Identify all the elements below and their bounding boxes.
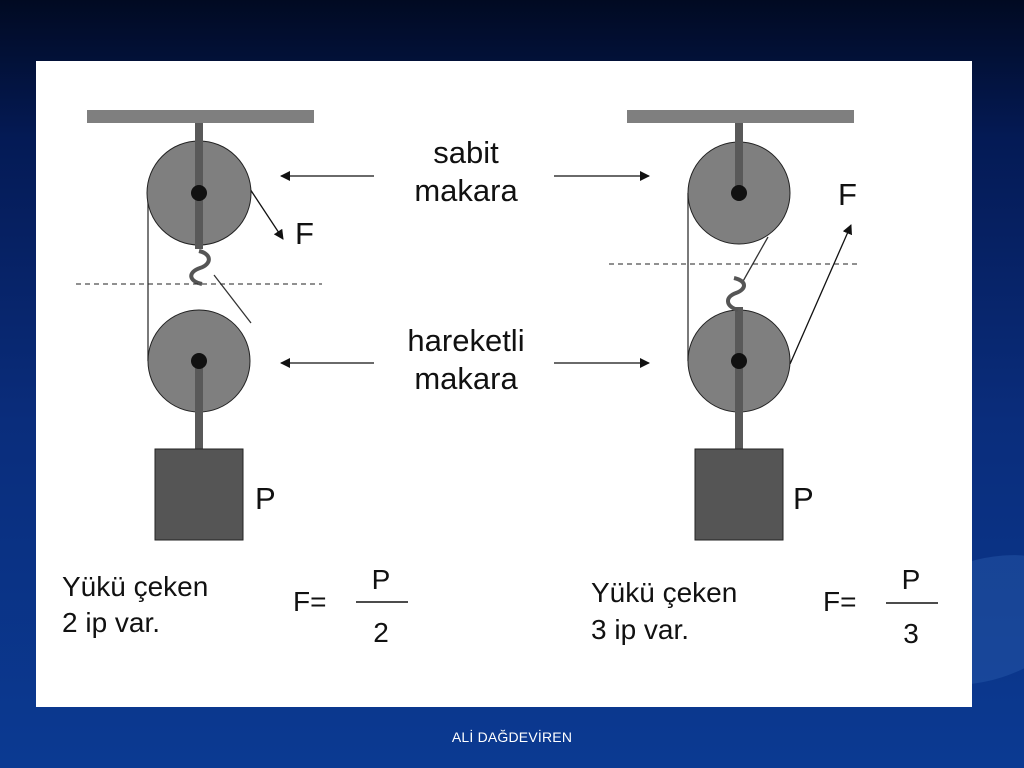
left-formula-lhs: F= [293,586,326,617]
center-labels: sabit makara hareketli makara [280,135,650,396]
fixed-pulley-label-line1: sabit [433,135,499,170]
left-formula: F= P 2 [293,564,408,648]
movable-pulley-label-line1: hareketli [407,323,524,358]
right-fixed-axle [731,185,747,201]
right-load-label: P [793,481,814,516]
left-rope-pull [249,188,284,240]
right-formula-denominator: 3 [903,618,919,649]
left-movable-axle [191,353,207,369]
left-caption: Yükü çeken 2 ip var. [62,571,208,638]
left-formula-numerator: P [372,564,391,595]
left-caption-line1: Yükü çeken [62,571,208,602]
footer-author: ALİ DAĞDEVİREN [451,729,573,745]
left-force-label: F [295,216,314,251]
right-movable-rod [735,307,743,453]
right-formula-lhs: F= [823,586,856,617]
left-pulley-system: P F [76,110,322,541]
left-load-block [154,448,244,541]
right-formula-numerator: P [902,564,921,595]
right-movable-axle [731,353,747,369]
left-movable-rod [195,361,203,453]
left-load-label: P [255,481,276,516]
right-caption-line1: Yükü çeken [591,577,737,608]
left-formula-denominator: 2 [373,617,389,648]
left-caption-line2: 2 ip var. [62,607,160,638]
left-hook [189,249,211,286]
right-pulley-system: P F [609,110,858,541]
right-caption-line2: 3 ip var. [591,614,689,645]
right-formula: F= P 3 [823,564,938,649]
right-rope-cross [741,236,769,284]
right-ceiling-bar [627,110,854,123]
right-rope-pull [789,224,852,365]
right-hook [726,276,746,312]
movable-pulley-label-line2: makara [414,361,518,396]
right-load-block [694,448,784,541]
diagram-panel: P F sabit makara hareketli makara [36,61,972,707]
right-fixed-rod [735,123,743,193]
left-fixed-axle [191,185,207,201]
pulley-diagram: P F sabit makara hareketli makara [62,110,938,649]
right-caption: Yükü çeken 3 ip var. [591,577,737,645]
fixed-pulley-label-line2: makara [414,173,518,208]
left-rope-cross [213,274,252,324]
right-force-label: F [838,177,857,212]
left-ceiling-bar [87,110,314,123]
